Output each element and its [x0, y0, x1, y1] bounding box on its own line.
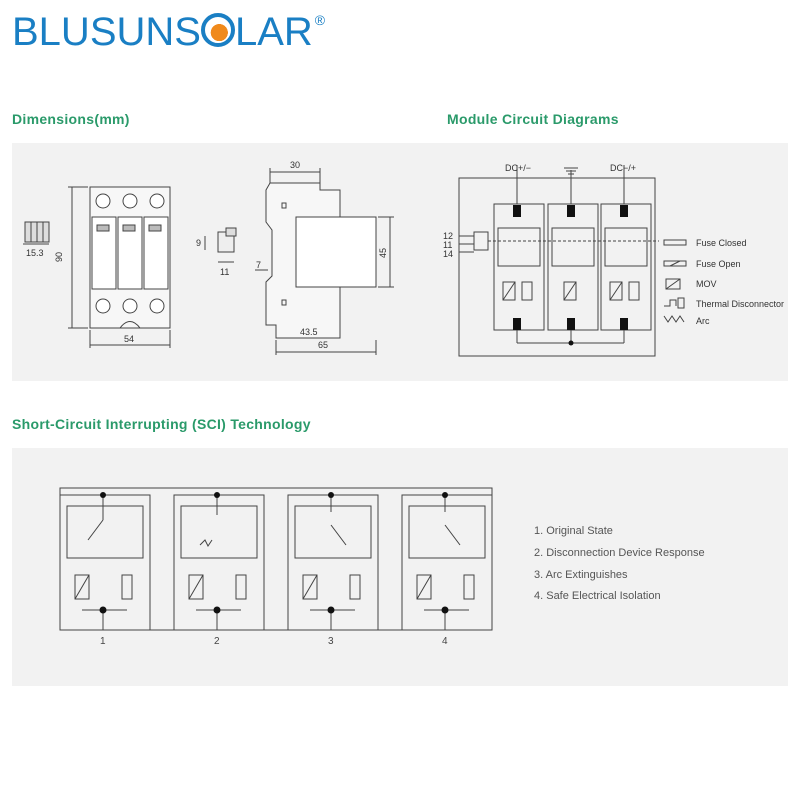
sun-logo-icon	[200, 13, 235, 47]
legend-arc: Arc	[696, 316, 710, 326]
logo-text-left: BLUSUNS	[12, 10, 201, 54]
dim-65: 65	[318, 340, 328, 350]
pin-11: 11	[443, 240, 452, 250]
side-view	[255, 168, 394, 355]
sci-title: Short-Circuit Interrupting (SCI) Technol…	[12, 416, 311, 432]
legend-mov: MOV	[696, 279, 717, 289]
pin-12: 12	[443, 231, 453, 241]
dim-54: 54	[124, 334, 134, 344]
pin-14: 14	[443, 249, 453, 259]
stage-number-4: 4	[442, 636, 448, 647]
dim-7: 7	[256, 260, 261, 270]
stage-number-1: 1	[100, 636, 106, 647]
dc-right-label: DC−/+	[610, 163, 636, 173]
dc-left-label: DC+/−	[505, 163, 531, 173]
dimensions-title: Dimensions(mm)	[12, 111, 130, 127]
legend-fuse-open: Fuse Open	[696, 259, 741, 269]
front-view	[68, 186, 171, 348]
registered-mark: ®	[314, 12, 326, 28]
dim-15-3: 15.3	[26, 248, 44, 258]
logo-text-right: LAR	[234, 10, 313, 54]
sci-state-3: 3. Arc Extinguishes	[534, 569, 628, 581]
dim-11: 11	[220, 267, 229, 277]
brand-logo: BLUSUNS LAR®	[12, 10, 325, 54]
circuit-title: Module Circuit Diagrams	[447, 111, 619, 127]
legend-thermal-disconnector: Thermal Disconnector	[696, 299, 784, 309]
stage-number-3: 3	[328, 636, 334, 647]
legend-fuse-closed: Fuse Closed	[696, 238, 747, 248]
dim-30: 30	[290, 160, 300, 170]
dim-45: 45	[378, 248, 388, 258]
dim-90: 90	[54, 252, 64, 262]
stage-number-2: 2	[214, 636, 220, 647]
dim-9: 9	[196, 238, 201, 248]
dim-43-5: 43.5	[300, 327, 318, 337]
sci-state-2: 2. Disconnection Device Response	[534, 547, 705, 559]
sci-state-1: 1. Original State	[534, 525, 613, 537]
sci-state-4: 4. Safe Electrical Isolation	[534, 590, 661, 602]
side-clip	[204, 227, 237, 263]
